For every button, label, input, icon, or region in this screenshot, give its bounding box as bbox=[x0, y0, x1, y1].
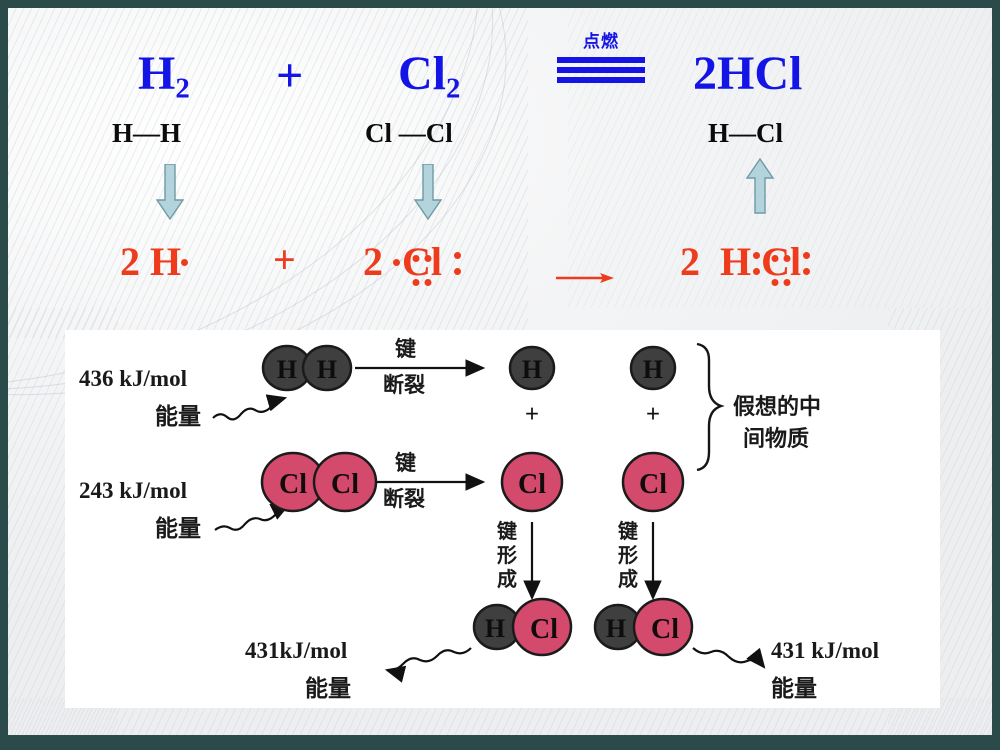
reaction-condition-label: 点燃 bbox=[583, 32, 619, 52]
lewis-h-coefficient: 2 bbox=[120, 239, 140, 284]
product-2-h-label: H bbox=[606, 614, 626, 643]
lewis-cl-bottom-dot-pair bbox=[412, 253, 432, 293]
energy-output-left-label: 能量 bbox=[305, 675, 351, 702]
intermediate-h-2-label: H bbox=[643, 355, 663, 384]
slide-canvas: H2 + Cl2 点燃 2HCl H—H Cl —Cl H—Cl bbox=[8, 8, 992, 735]
structure-cl-cl: Cl —Cl bbox=[365, 118, 453, 148]
molecule-cl2-right-label: Cl bbox=[331, 469, 359, 500]
bond-break-hydrogen-line2: 断裂 bbox=[383, 373, 425, 397]
lewis-product-cl-bottom-dot-pair bbox=[771, 253, 791, 293]
product-1-cl-label: Cl bbox=[530, 614, 558, 645]
bond-form-2-char2: 形 bbox=[618, 543, 638, 567]
equals-bar bbox=[557, 77, 645, 83]
lewis-hydrogen-radical: 2 H bbox=[120, 242, 190, 282]
intermediate-note-line2: 间物质 bbox=[743, 426, 809, 452]
structural-formula-row: H—H Cl —Cl H—Cl bbox=[8, 116, 992, 158]
energy-output-right-value: 431 kJ/mol bbox=[771, 638, 879, 663]
lewis-product-bonding-pair bbox=[751, 252, 761, 276]
molecule-h2-right-label: H bbox=[317, 355, 337, 384]
lewis-product-cl-group: Cl bbox=[761, 239, 802, 286]
equation-cl-symbol: Cl bbox=[398, 47, 446, 100]
intermediate-cl-2-label: Cl bbox=[639, 469, 667, 500]
lewis-product-cl-right-dot-pair bbox=[801, 252, 811, 276]
lewis-cl-atom-group: Cl bbox=[402, 239, 442, 286]
intermediate-h-1-label: H bbox=[522, 355, 542, 384]
intermediate-atom-h-2: H bbox=[629, 345, 677, 391]
product-molecule-hcl-2: H Cl bbox=[593, 597, 694, 657]
intermediate-plus-1: + bbox=[525, 401, 539, 428]
energy-diagram: 436 kJ/mol 能量 243 kJ/mol 能量 H H bbox=[79, 337, 879, 702]
molecule-h2-left-label: H bbox=[277, 355, 297, 384]
intermediate-atom-cl-1: Cl bbox=[500, 451, 564, 513]
molecule-cl2: Cl Cl bbox=[260, 451, 378, 513]
lewis-structure-row: 2 H + 2 Cl 2 H Cl bbox=[8, 230, 992, 300]
equals-sign-bars bbox=[557, 57, 645, 83]
energy-release-arrow-left bbox=[384, 647, 472, 683]
down-arrow-chlorine bbox=[414, 164, 442, 220]
energy-output-right-label: 能量 bbox=[771, 675, 817, 702]
down-arrow-hydrogen bbox=[156, 164, 184, 220]
lewis-reaction-arrow bbox=[556, 273, 614, 283]
structure-h-h: H—H bbox=[112, 118, 182, 148]
lewis-product-coefficient: 2 bbox=[680, 239, 700, 284]
energy-diagram-panel: 436 kJ/mol 能量 243 kJ/mol 能量 H H bbox=[65, 330, 940, 708]
equation-plus-sign: + bbox=[276, 49, 304, 102]
energy-input-hydrogen-value: 436 kJ/mol bbox=[79, 366, 187, 391]
bond-form-2-char1: 键 bbox=[618, 519, 638, 543]
molecule-h2: H H bbox=[261, 344, 353, 392]
lewis-h-electron-dot bbox=[181, 259, 189, 267]
bond-form-1-char2: 形 bbox=[497, 543, 517, 567]
lewis-product-hcl: 2 H Cl bbox=[680, 239, 811, 286]
lewis-product-cl-top-dot-pair bbox=[771, 229, 791, 269]
intermediate-plus-2: + bbox=[646, 401, 660, 428]
energy-output-left-value: 431kJ/mol bbox=[245, 638, 347, 663]
energy-input-hydrogen-label: 能量 bbox=[155, 403, 201, 430]
energy-arrow-hydrogen bbox=[212, 394, 288, 421]
energy-input-chlorine-value: 243 kJ/mol bbox=[79, 478, 187, 503]
product-molecule-hcl-1: H Cl bbox=[472, 597, 573, 657]
equals-bar bbox=[557, 67, 645, 73]
equation-h-subscript: 2 bbox=[175, 72, 190, 105]
equation-reactant-cl2: Cl2 bbox=[398, 47, 461, 105]
lewis-cl-right-dot-pair bbox=[452, 252, 462, 276]
intermediate-atom-cl-2: Cl bbox=[621, 451, 685, 513]
lewis-cl-top-dot-pair bbox=[412, 229, 432, 269]
product-2-cl-label: Cl bbox=[651, 614, 679, 645]
intermediate-cl-1-label: Cl bbox=[518, 469, 546, 500]
equation-reactant-h2: H2 bbox=[138, 47, 190, 105]
up-arrow-hydrogen-chloride bbox=[746, 158, 774, 214]
equation-h-symbol: H bbox=[138, 47, 176, 100]
bond-form-2-char3: 成 bbox=[618, 567, 638, 591]
equation-product-hcl: 2HCl bbox=[693, 47, 803, 100]
lewis-h-symbol: H bbox=[150, 239, 182, 284]
lewis-product-h-symbol: H bbox=[720, 239, 752, 284]
lewis-cl-electron-dot bbox=[393, 259, 400, 267]
molecule-cl2-left-label: Cl bbox=[279, 469, 307, 500]
energy-release-arrow-right bbox=[692, 647, 766, 669]
lewis-cl-symbol: Cl bbox=[402, 239, 442, 284]
bond-form-1-char3: 成 bbox=[497, 567, 517, 591]
bond-break-chlorine-line2: 断裂 bbox=[383, 487, 425, 511]
product-1-h-label: H bbox=[485, 614, 505, 643]
bond-break-hydrogen-line1: 键 bbox=[395, 337, 416, 361]
intermediate-note-line1: 假想的中 bbox=[733, 394, 821, 420]
chemical-equation: H2 + Cl2 点燃 2HCl bbox=[8, 34, 992, 116]
equation-cl-subscript: 2 bbox=[446, 72, 461, 105]
lewis-product-cl-symbol: Cl bbox=[761, 239, 802, 284]
lewis-chlorine-radical: 2 Cl bbox=[363, 239, 462, 286]
lewis-plus-sign: + bbox=[273, 237, 296, 282]
intermediate-brace bbox=[696, 342, 725, 472]
structure-h-cl: H—Cl bbox=[708, 118, 784, 148]
equals-bar bbox=[557, 57, 645, 63]
energy-input-chlorine-label: 能量 bbox=[155, 515, 201, 542]
reaction-condition-group: 点燃 bbox=[546, 34, 656, 87]
bond-form-1-char1: 键 bbox=[497, 519, 517, 543]
bond-break-chlorine-line1: 键 bbox=[395, 451, 416, 475]
lewis-cl-coefficient: 2 bbox=[363, 239, 383, 284]
intermediate-atom-h-1: H bbox=[508, 345, 556, 391]
energy-arrow-chlorine bbox=[214, 503, 291, 531]
